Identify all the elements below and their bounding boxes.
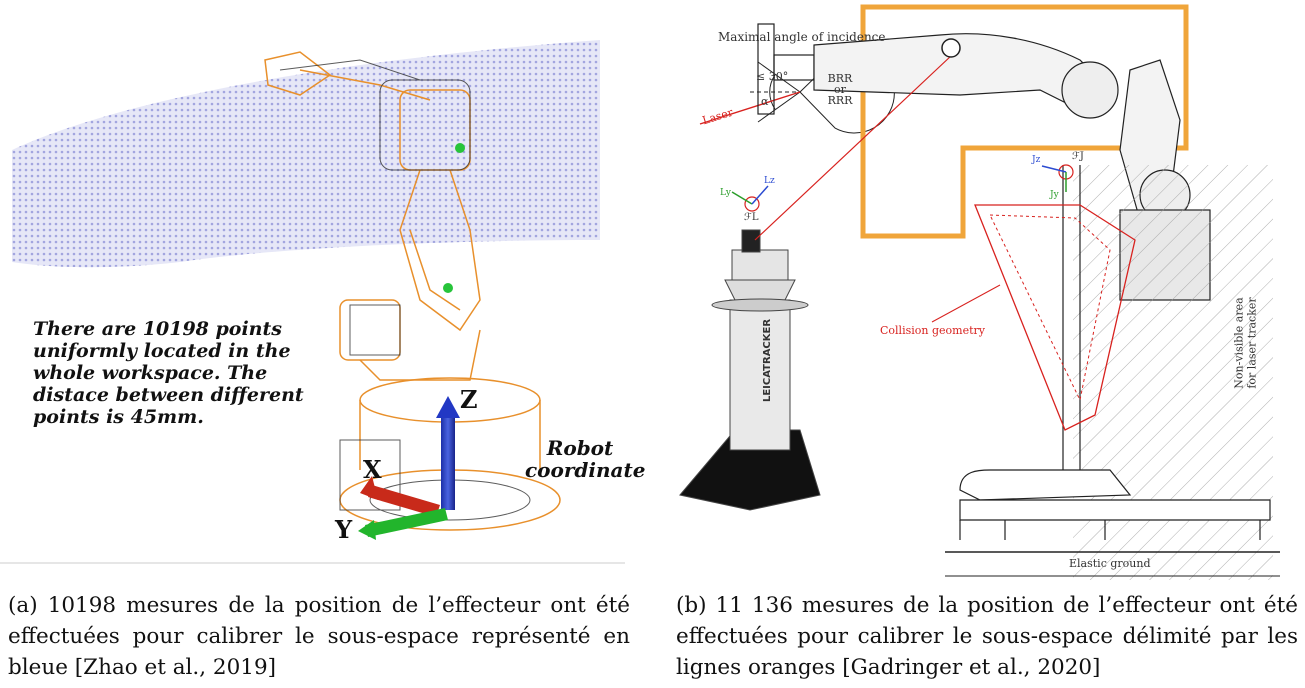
- axis-jz-label: Jz: [1032, 155, 1041, 165]
- angle-max-label: ≤ 30°: [756, 70, 789, 83]
- figure-panel-a: There are 10198 points uniformly located…: [0, 0, 645, 580]
- laser-beam-inset: [699, 91, 801, 125]
- axis-z-label: Z: [460, 385, 478, 414]
- collision-geometry-outline: [974, 204, 1136, 431]
- laser-tracker-setup-diagram: [679, 4, 1280, 580]
- frame-l-label: ℱL: [744, 212, 759, 223]
- axis-lz-label: Lz: [764, 176, 775, 186]
- points-description-note: There are 10198 points uniformly located…: [33, 318, 304, 428]
- frame-j-label: ℱJ: [1072, 151, 1084, 162]
- robot-base-frame: [959, 469, 1271, 540]
- workspace-point-cloud: [12, 40, 600, 268]
- caption-b: (b) 11 136 mesures de la position de l’e…: [676, 593, 1298, 680]
- caption-a: (a) 10198 mesures de la position de l’ef…: [8, 593, 630, 680]
- y-axis-arrow: [365, 508, 448, 537]
- axis-ly-label: Ly: [720, 188, 731, 198]
- robot-workspace-illustration: [0, 40, 625, 564]
- axis-x-label: X: [363, 455, 382, 484]
- elastic-ground-label: Elastic ground: [1069, 557, 1151, 570]
- axis-y-label: Y: [335, 515, 353, 544]
- laser-tracker-device: [679, 229, 821, 511]
- tracker-brand-label: LEICATRACKER: [762, 318, 774, 403]
- x-axis-arrow: [368, 485, 440, 517]
- z-axis-arrow: [441, 415, 455, 510]
- incidence-title: Maximal angle of incidence: [718, 30, 886, 44]
- robot-coordinate-label: Robot coordinate: [525, 436, 646, 482]
- alpha-label: α: [761, 95, 769, 108]
- axis-jy-label: Jy: [1050, 190, 1059, 200]
- collision-geometry-label: Collision geometry: [880, 324, 985, 337]
- laser-beam: [754, 54, 953, 241]
- calibration-subspace-border: [860, 4, 1189, 239]
